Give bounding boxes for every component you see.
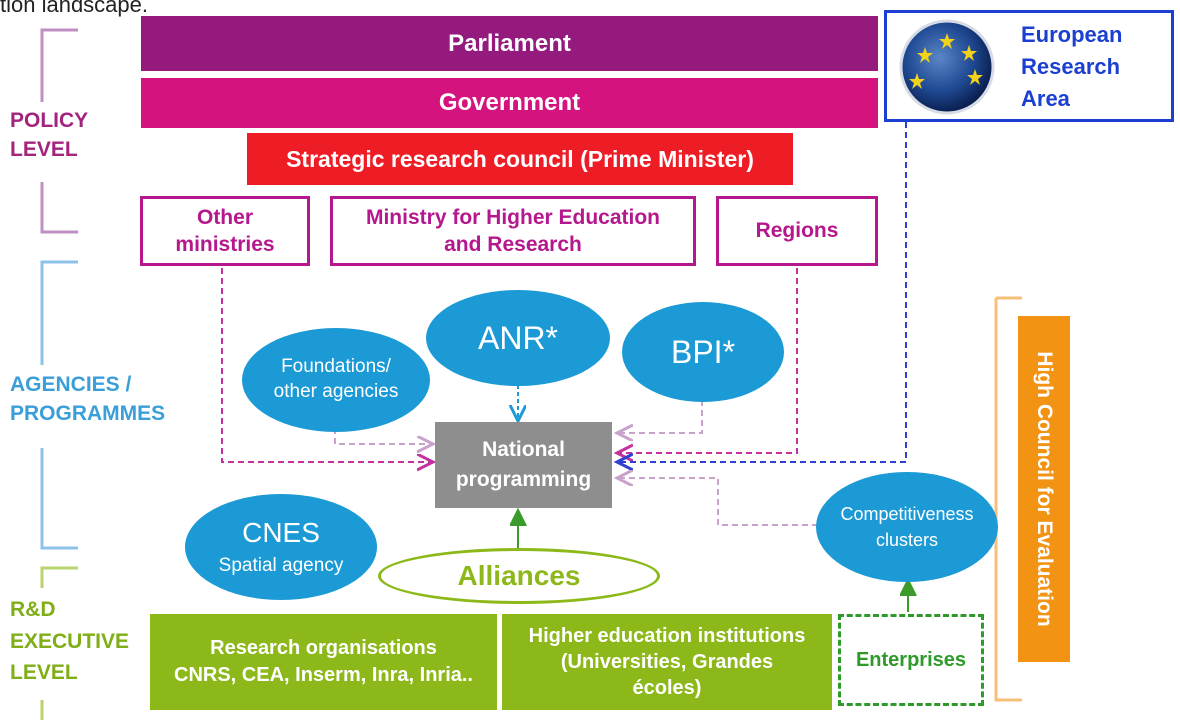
line-ministries-to-national <box>221 268 433 462</box>
government-bar: Government <box>141 78 878 128</box>
policy-bracket <box>40 28 78 234</box>
higher-education-institutions-box: Higher education institutions(Universiti… <box>502 614 832 710</box>
bpi-ellipse: BPI* <box>622 302 784 402</box>
executive-bracket <box>40 566 78 720</box>
alliances-ellipse: Alliances <box>378 548 660 604</box>
eu-flag-globe-image <box>899 19 995 115</box>
parliament-bar: Parliament <box>141 16 878 71</box>
cnes-ellipse: CNES Spatial agency <box>185 494 377 600</box>
caption-fragment: tion landscape. <box>0 0 148 17</box>
high-council-evaluation-bar: High Council for Evaluation <box>1018 316 1070 662</box>
line-bpi-to-national <box>617 400 703 433</box>
regions-box: Regions <box>716 196 878 266</box>
line-era-to-national <box>617 122 907 462</box>
anr-ellipse: ANR* <box>426 290 610 386</box>
enterprises-box: Enterprises <box>838 614 984 706</box>
hce-bracket <box>994 296 1022 702</box>
high-council-evaluation-label: High Council for Evaluation <box>1033 351 1056 627</box>
foundations-ellipse: Foundations/other agencies <box>242 328 430 432</box>
line-regions-to-national <box>617 268 798 453</box>
line-clusters-to-national <box>617 478 818 526</box>
agencies-programmes-label: AGENCIES /PROGRAMMES <box>10 373 166 426</box>
agencies-bracket <box>40 260 78 550</box>
strategic-council-bar: Strategic research council (Prime Minist… <box>247 133 793 185</box>
